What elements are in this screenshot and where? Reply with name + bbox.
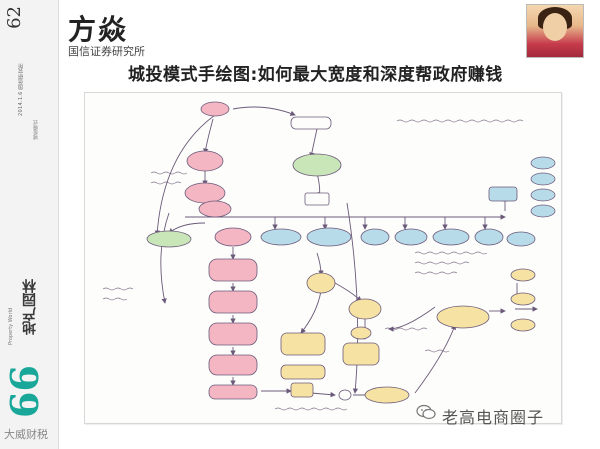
magazine-number: 66: [2, 365, 47, 418]
author-affiliation: 国信证券研究所: [68, 43, 145, 59]
section-subtitle: Property World: [8, 285, 14, 345]
issue-subtext: 城投模式: [32, 80, 39, 140]
sidebar-band: 62 2014.1.6 国信研究所 城投模式 地产园林 Property Wor…: [0, 0, 59, 449]
watermark-text: 老高电商圈子: [442, 404, 544, 428]
diagram-svg: [85, 93, 561, 423]
author-avatar: [526, 4, 584, 58]
footer-logo: 大威财税: [4, 426, 48, 442]
wechat-icon: [416, 404, 436, 420]
page-number: 62: [4, 6, 38, 29]
node-government: [201, 102, 229, 116]
page-title: 城投模式手绘图:如何最大宽度和深度帮政府赚钱: [128, 60, 503, 85]
section-title: 地产园林: [20, 265, 40, 335]
issue-text: 2014.1.6 国信研究所: [18, 46, 25, 116]
author-name: 方焱: [68, 8, 128, 48]
hand-drawn-diagram: [84, 92, 562, 424]
